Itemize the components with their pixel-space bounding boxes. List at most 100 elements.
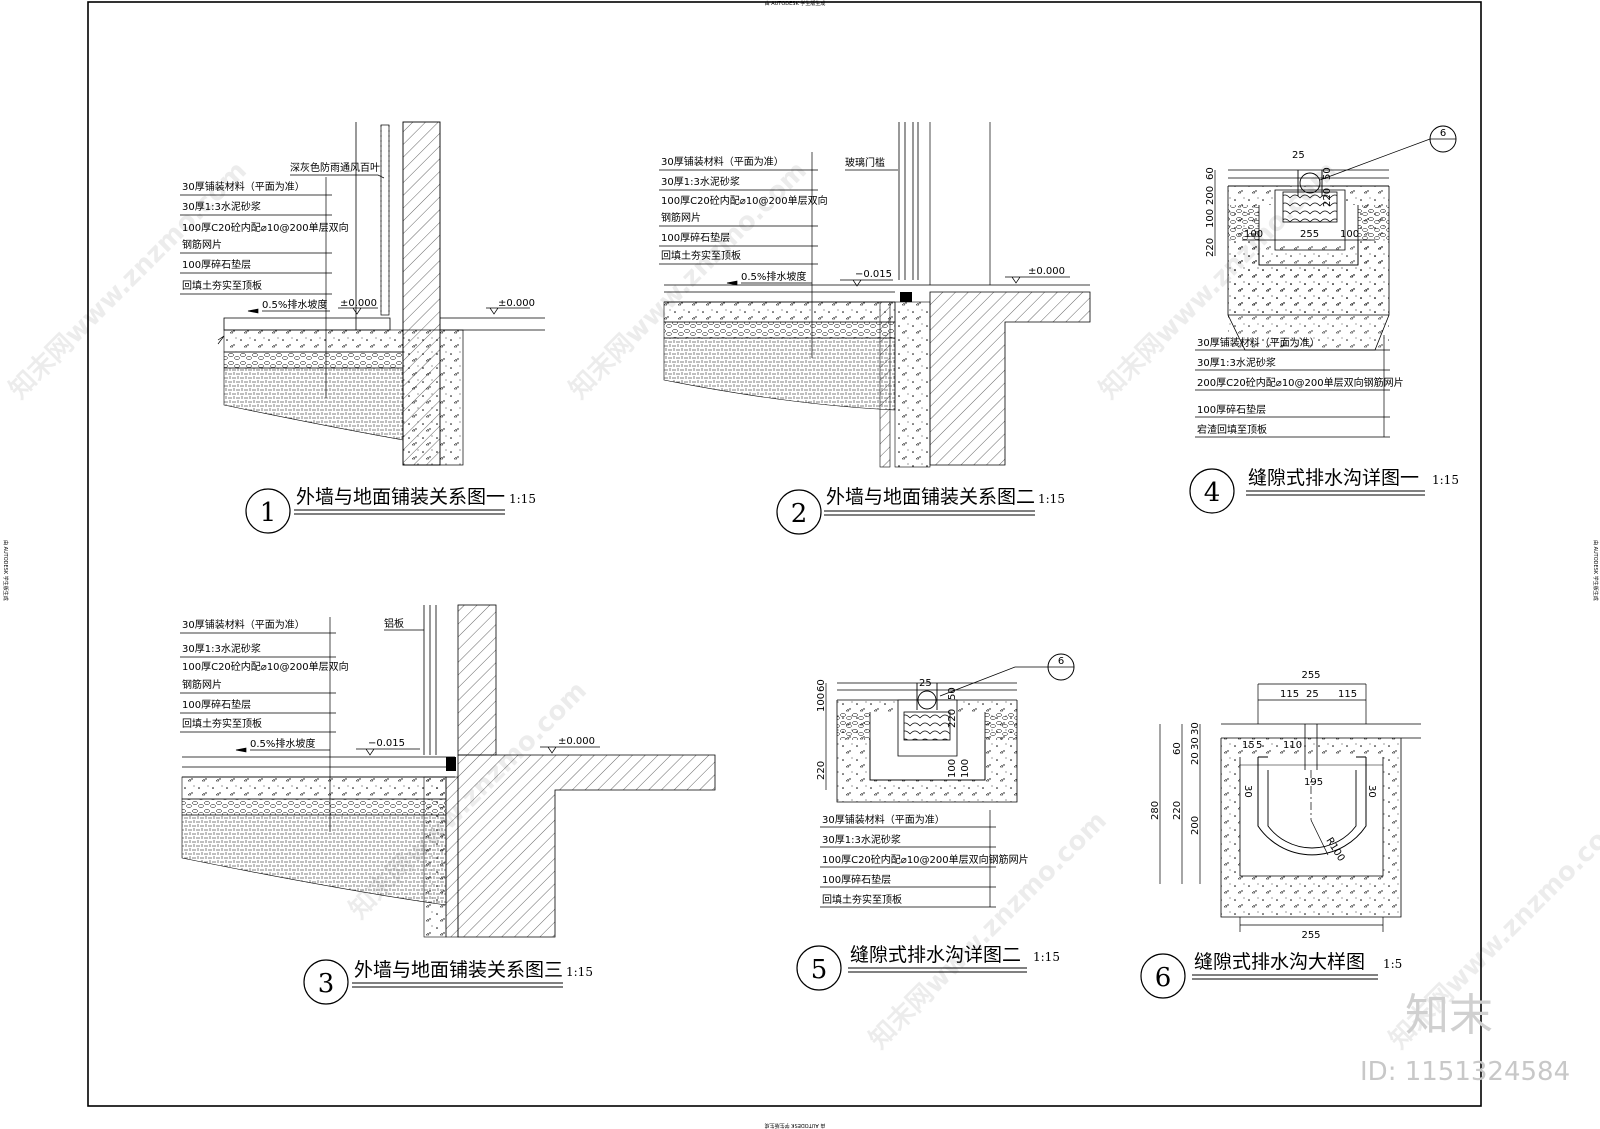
d5-scale: 1:15 <box>1033 950 1060 964</box>
d5-dim-6: 220 <box>947 709 958 728</box>
d4-number: 4 <box>1204 478 1221 508</box>
d1-layer-2: 30厚1:3水泥砂浆 <box>182 200 261 213</box>
d6-dim-17: 200 <box>1190 816 1201 835</box>
detail-number-circle <box>796 945 842 991</box>
d1-layer-6: 回填土夯实至顶板 <box>182 279 262 292</box>
d1-scale: 1:15 <box>509 492 536 506</box>
d2-layer-3: 100厚C20砼内配⌀10@200单层双向 <box>661 194 828 207</box>
d1-level-a: ±0.000 <box>340 298 377 309</box>
d2-layer-5: 100厚碎石垫层 <box>661 231 730 244</box>
detail-5-title: 5 缝隙式排水沟详图二 1:15 <box>796 944 1060 991</box>
d4-dim-7: 220 <box>1322 188 1333 207</box>
d2-scale: 1:15 <box>1038 492 1065 506</box>
d4-dim-6: 50 <box>1322 167 1333 180</box>
detail-4-title: 4 缝隙式排水沟详图一 1:15 <box>1189 467 1459 514</box>
d3-layer-3: 100厚C20砼内配⌀10@200单层双向 <box>182 660 349 673</box>
d3-level-b: ±0.000 <box>558 736 595 747</box>
detail-number-circle <box>1189 468 1235 514</box>
d4-layer-3: 200厚C20砼内配⌀10@200单层双向钢筋网片 <box>1197 376 1404 389</box>
d2-layer-2: 30厚1:3水泥砂浆 <box>661 175 740 188</box>
d3-callout: 铝板 <box>384 617 404 630</box>
detail-2-title: 2 外墙与地面铺装关系图二 1:15 <box>776 486 1065 535</box>
d3-scale: 1:15 <box>566 965 593 979</box>
d5-dim-4: 220 <box>816 761 827 780</box>
edge-mark-left: 由 AUTODESK 学生版生成 <box>2 540 9 601</box>
d5-layer-4: 100厚碎石垫层 <box>822 873 891 886</box>
detail-5: 6 25 100 60 220 50 220 100 100 30厚铺装材料（平… <box>816 653 1075 908</box>
wm-logo: 知末 <box>1405 990 1493 1041</box>
d4-layer-1: 30厚铺装材料（平面为准） <box>1197 336 1320 349</box>
d5-ref: 6 <box>1058 656 1064 667</box>
d4-dim-1: 25 <box>1292 150 1305 161</box>
d6-dim-10: 30 <box>1366 785 1377 798</box>
d2-slope: 0.5%排水坡度 <box>741 270 806 283</box>
d1-title: 外墙与地面铺装关系图一 <box>296 486 505 508</box>
d6-dim-15: 30 <box>1190 737 1201 750</box>
d5-dim-3: 60 <box>816 679 827 692</box>
d2-callout: 玻璃门槛 <box>845 156 885 169</box>
d4-layer-4: 100厚碎石垫层 <box>1197 403 1266 416</box>
d6-dim-6: 5 <box>1256 740 1262 751</box>
drain-channel <box>903 711 951 741</box>
d1-callout: 深灰色防雨通风百叶 <box>290 161 380 174</box>
d5-title: 缝隙式排水沟详图二 <box>850 944 1021 966</box>
sheet-frame <box>87 1 1482 1107</box>
edge-mark-right: 由 AUTODESK 学生版生成 <box>1592 540 1599 601</box>
d5-dim-5: 50 <box>947 687 958 700</box>
d5-layer-2: 30厚1:3水泥砂浆 <box>822 833 901 846</box>
d6-number: 6 <box>1155 963 1172 993</box>
d3-layer-1: 30厚铺装材料（平面为准） <box>182 618 305 631</box>
d5-dim-2: 100 <box>816 693 827 712</box>
detail-number-circle <box>1140 953 1186 999</box>
d6-dim-9: 195 <box>1304 777 1323 788</box>
d4-dim-4: 100 <box>1205 209 1216 228</box>
d5-layer-1: 30厚铺装材料（平面为准） <box>822 813 945 826</box>
detail-2: 30厚铺装材料（平面为准） 30厚1:3水泥砂浆 100厚C20砼内配⌀10@2… <box>659 122 1091 468</box>
d4-dim-5: 220 <box>1205 238 1216 257</box>
d4-ref: 6 <box>1440 128 1446 139</box>
d4-layer-5: 宕渣回填至顶板 <box>1197 423 1267 436</box>
d1-layer-4: 钢筋网片 <box>182 238 222 251</box>
d2-level-b: ±0.000 <box>1028 266 1065 277</box>
d3-slope: 0.5%排水坡度 <box>250 737 315 750</box>
d6-dim-13: 60 <box>1172 742 1183 755</box>
d4-dim-8: 100 <box>1244 229 1263 240</box>
d6-dim-1: 255 <box>1301 670 1320 681</box>
d1-slope: 0.5%排水坡度 <box>262 298 327 311</box>
edge-mark-top: 由 AUTODESK 学生版生成 <box>765 0 826 7</box>
detail-3-title: 3 外墙与地面铺装关系图三 1:15 <box>303 959 593 1005</box>
wm-id: ID: 1151324584 <box>1360 1057 1570 1087</box>
d6-dim-7: 110 <box>1283 740 1302 751</box>
detail-6: R100 255 115 25 115 15 5 110 30 195 30 2… <box>1150 670 1421 941</box>
d3-layer-2: 30厚1:3水泥砂浆 <box>182 642 261 655</box>
d3-layer-6: 回填土夯实至顶板 <box>182 717 262 730</box>
d4-dim-3: 200 <box>1205 186 1216 205</box>
detail-number-circle <box>776 489 822 535</box>
d3-level-a: −0.015 <box>368 738 405 749</box>
detail-number-circle <box>245 488 291 534</box>
detail-1: 30厚铺装材料（平面为准） 30厚1:3水泥砂浆 100厚C20砼内配⌀10@2… <box>180 121 545 466</box>
d2-number: 2 <box>791 499 808 529</box>
d3-title: 外墙与地面铺装关系图三 <box>354 959 563 981</box>
d4-dim-2: 60 <box>1205 167 1216 180</box>
d2-layer-1: 30厚铺装材料（平面为准） <box>661 155 784 168</box>
d1-level-b: ±0.000 <box>498 298 535 309</box>
detail-4: 6 25 60 200 100 220 50 220 100 255 100 3… <box>1195 125 1457 438</box>
d6-dim-11: 280 <box>1150 801 1161 820</box>
detail-6-title: 6 缝隙式排水沟大样图 1:5 <box>1140 951 1402 999</box>
d6-dim-3: 25 <box>1306 689 1319 700</box>
d3-layer-4: 钢筋网片 <box>182 678 222 691</box>
d6-dim-12: 220 <box>1172 801 1183 820</box>
d5-dim-7: 100 <box>947 759 958 778</box>
d6-dim-16: 20 <box>1190 752 1201 765</box>
d2-layer-4: 钢筋网片 <box>661 211 701 224</box>
d5-layer-3: 100厚C20砼内配⌀10@200单层双向钢筋网片 <box>822 853 1029 866</box>
detail-1-title: 1 外墙与地面铺装关系图一 1:15 <box>245 486 536 534</box>
d5-dim-8: 100 <box>960 759 971 778</box>
d6-scale: 1:5 <box>1383 957 1402 971</box>
d5-dim-1: 25 <box>919 678 932 689</box>
detail-number-circle <box>303 959 349 1005</box>
d1-layer-1: 30厚铺装材料（平面为准） <box>182 180 305 193</box>
d2-level-a: −0.015 <box>855 269 892 280</box>
